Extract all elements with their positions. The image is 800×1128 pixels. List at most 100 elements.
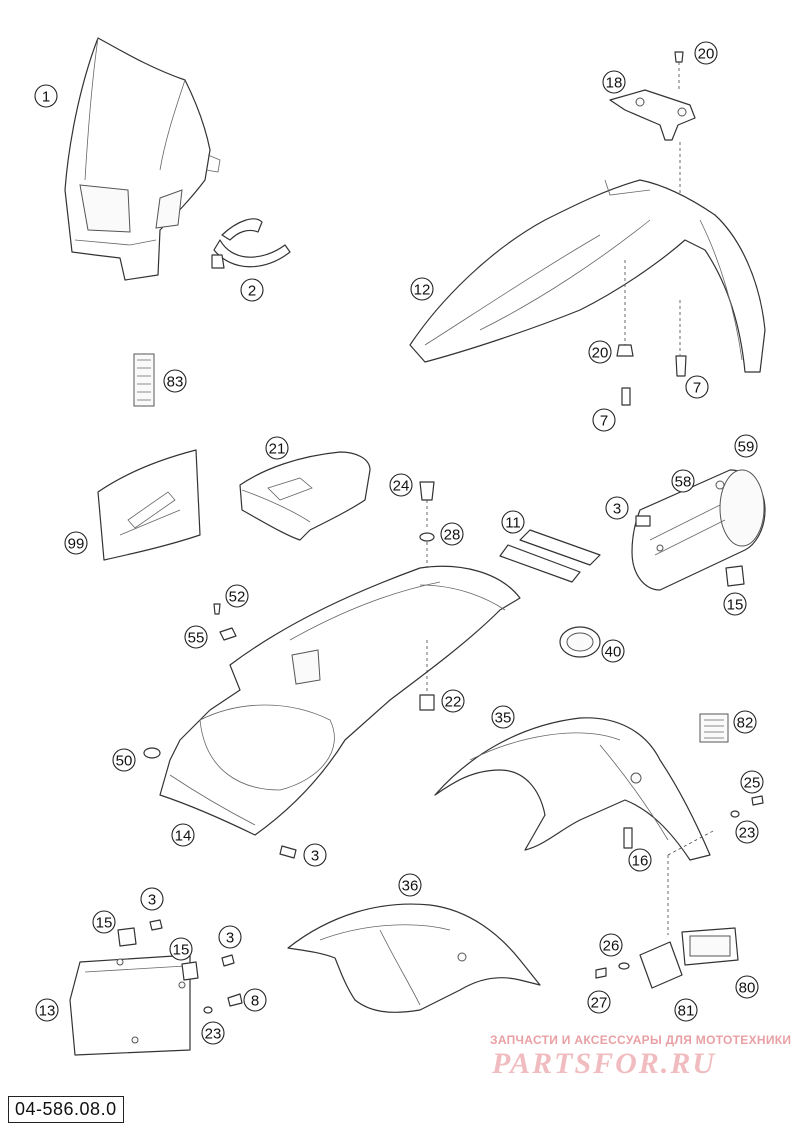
plate-clips-drawing	[117, 927, 199, 981]
svg-text:80: 80	[739, 980, 756, 997]
license-light-drawing	[595, 927, 739, 989]
callout-83: 83	[163, 369, 187, 393]
callout-27: 27	[587, 990, 611, 1014]
seat-drawing	[239, 451, 371, 541]
callout-22: 22	[441, 689, 465, 713]
svg-text:40: 40	[605, 644, 622, 661]
callout-25: 25	[740, 770, 764, 794]
callout-58: 58	[671, 469, 695, 493]
svg-text:3: 3	[226, 930, 234, 947]
callout-3-plate-b: 3	[218, 925, 242, 949]
callout-23-plate: 23	[201, 1021, 225, 1045]
plate-holder-13-drawing	[69, 954, 191, 1056]
small-screws-25-23-drawing	[730, 795, 764, 818]
callout-15-filter: 15	[723, 592, 747, 616]
svg-text:99: 99	[68, 536, 85, 553]
callout-52: 52	[225, 584, 249, 608]
callout-40: 40	[601, 639, 625, 663]
callout-12: 12	[410, 277, 434, 301]
callout-20-top: 20	[694, 41, 718, 65]
rear-shell-36-drawing	[287, 903, 541, 1013]
callout-82: 82	[733, 710, 757, 734]
callout-21: 21	[265, 436, 289, 460]
callout-59: 59	[734, 434, 758, 458]
callout-35: 35	[491, 705, 515, 729]
svg-text:21: 21	[269, 441, 286, 458]
svg-text:35: 35	[495, 710, 512, 727]
svg-text:3: 3	[311, 848, 319, 865]
svg-text:13: 13	[39, 1003, 56, 1020]
svg-text:18: 18	[606, 75, 623, 92]
screw-3-rear-drawing	[279, 845, 297, 859]
grommet-drawing	[559, 626, 601, 658]
svg-text:58: 58	[675, 474, 692, 491]
small-screw-drawing	[213, 603, 237, 641]
svg-text:7: 7	[600, 413, 608, 430]
svg-text:59: 59	[738, 439, 755, 456]
svg-text:7: 7	[693, 380, 701, 397]
svg-text:14: 14	[175, 828, 192, 845]
fender-bracket-drawing	[609, 51, 696, 195]
svg-text:2: 2	[248, 283, 256, 300]
svg-text:52: 52	[229, 589, 246, 606]
callout-3-plate-a: 3	[140, 887, 164, 911]
sticker-kit-drawing	[97, 449, 201, 561]
svg-text:24: 24	[393, 478, 410, 495]
svg-text:12: 12	[414, 282, 431, 299]
callout-13: 13	[35, 998, 59, 1022]
plate-screws-drawing	[149, 919, 243, 1014]
callout-36: 36	[398, 873, 422, 897]
svg-text:11: 11	[505, 515, 521, 532]
callout-7-right: 7	[685, 375, 709, 399]
svg-text:27: 27	[591, 995, 608, 1012]
svg-text:1: 1	[42, 89, 50, 106]
callout-14: 14	[171, 823, 195, 847]
svg-text:82: 82	[737, 715, 754, 732]
watermark-tagline: ЗАПЧАСТИ И АКСЕССУАРЫ ДЛЯ МОТОТЕХНИКИ	[490, 1033, 792, 1047]
rear-nuts-drawing	[143, 694, 435, 759]
diagram-code: 04-586.08.0	[8, 1096, 124, 1123]
callout-1: 1	[34, 84, 58, 108]
callout-55: 55	[184, 625, 208, 649]
callout-20-mid: 20	[588, 340, 612, 364]
side-panel-35-drawing	[434, 717, 711, 861]
svg-text:23: 23	[739, 825, 756, 842]
callout-50: 50	[112, 748, 136, 772]
svg-text:8: 8	[251, 993, 259, 1010]
svg-text:25: 25	[744, 775, 761, 792]
svg-text:50: 50	[116, 753, 133, 770]
svg-text:15: 15	[96, 915, 113, 932]
reflector-sticker-83-drawing	[133, 353, 155, 407]
callout-99: 99	[64, 531, 88, 555]
callout-8: 8	[243, 988, 267, 1012]
callout-15-plate-b: 15	[169, 937, 193, 961]
svg-text:20: 20	[592, 345, 609, 362]
svg-text:3: 3	[148, 892, 156, 909]
callout-81: 81	[674, 998, 698, 1022]
rear-fender-drawing	[159, 565, 521, 836]
callout-7-left: 7	[592, 408, 616, 432]
callout-80: 80	[735, 975, 759, 999]
svg-text:23: 23	[205, 1026, 222, 1043]
svg-text:15: 15	[173, 942, 190, 959]
svg-text:28: 28	[444, 527, 461, 544]
svg-text:3: 3	[613, 501, 621, 518]
sticker-82-drawing	[699, 713, 729, 743]
headlight-mask-drawing	[64, 37, 221, 281]
callout-26: 26	[599, 933, 623, 957]
callout-23-right: 23	[735, 820, 759, 844]
callout-2: 2	[240, 278, 264, 302]
callout-15-plate-a: 15	[92, 910, 116, 934]
svg-text:20: 20	[698, 46, 715, 63]
callout-3-filter: 3	[605, 496, 629, 520]
callout-24: 24	[389, 473, 413, 497]
callout-3-rear: 3	[303, 843, 327, 867]
svg-text:26: 26	[603, 938, 620, 955]
svg-text:22: 22	[445, 694, 462, 711]
sticker-strips-drawing	[499, 529, 601, 583]
bolt-16-drawing	[623, 827, 716, 935]
front-fender-drawing	[409, 179, 766, 373]
svg-text:81: 81	[678, 1003, 695, 1020]
svg-text:83: 83	[167, 374, 184, 391]
watermark-brand: PARTSFOR.RU	[492, 1047, 716, 1080]
